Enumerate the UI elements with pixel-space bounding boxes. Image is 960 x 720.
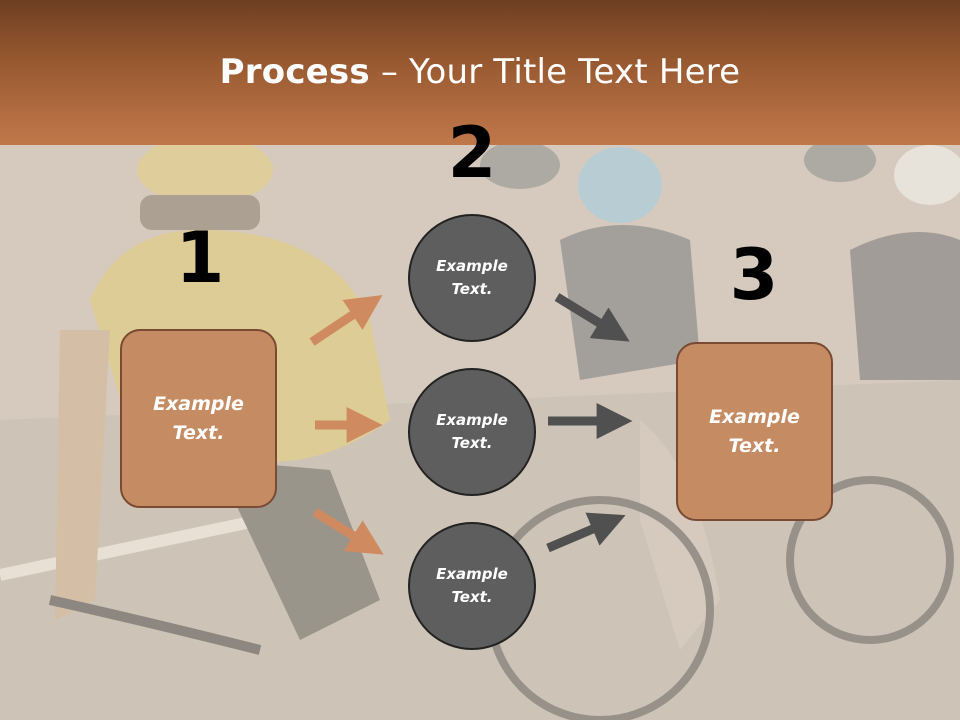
arrow-box-to-circle-top [309, 295, 383, 346]
arrow-circle-bottom-to-box [546, 512, 626, 553]
right-box-text: Example Text. [709, 405, 800, 457]
title-banner [0, 0, 960, 145]
arrow-box-to-circle-bottom [312, 508, 384, 555]
title-separator: – [369, 52, 410, 92]
circle-middle[interactable]: Example Text. [408, 368, 536, 496]
left-box-text: Example Text. [153, 392, 244, 444]
left-text-box[interactable]: Example Text. [120, 329, 277, 508]
step-number-1: 1 [175, 217, 225, 299]
title-rest: Your Title Text Here [409, 52, 741, 92]
circle-bottom[interactable]: Example Text. [408, 522, 536, 650]
slide-title: Process – Your Title Text Here [0, 52, 960, 92]
circle-top[interactable]: Example Text. [408, 214, 536, 342]
right-text-box[interactable]: Example Text. [676, 342, 833, 521]
step-number-2: 2 [447, 112, 497, 194]
circle-bottom-text: Example Text. [436, 565, 508, 606]
circle-top-text: Example Text. [436, 257, 508, 298]
title-bold: Process [219, 52, 370, 92]
step-number-3: 3 [729, 234, 779, 316]
arrow-circle-top-to-box [554, 293, 630, 342]
circle-middle-text: Example Text. [436, 411, 508, 452]
